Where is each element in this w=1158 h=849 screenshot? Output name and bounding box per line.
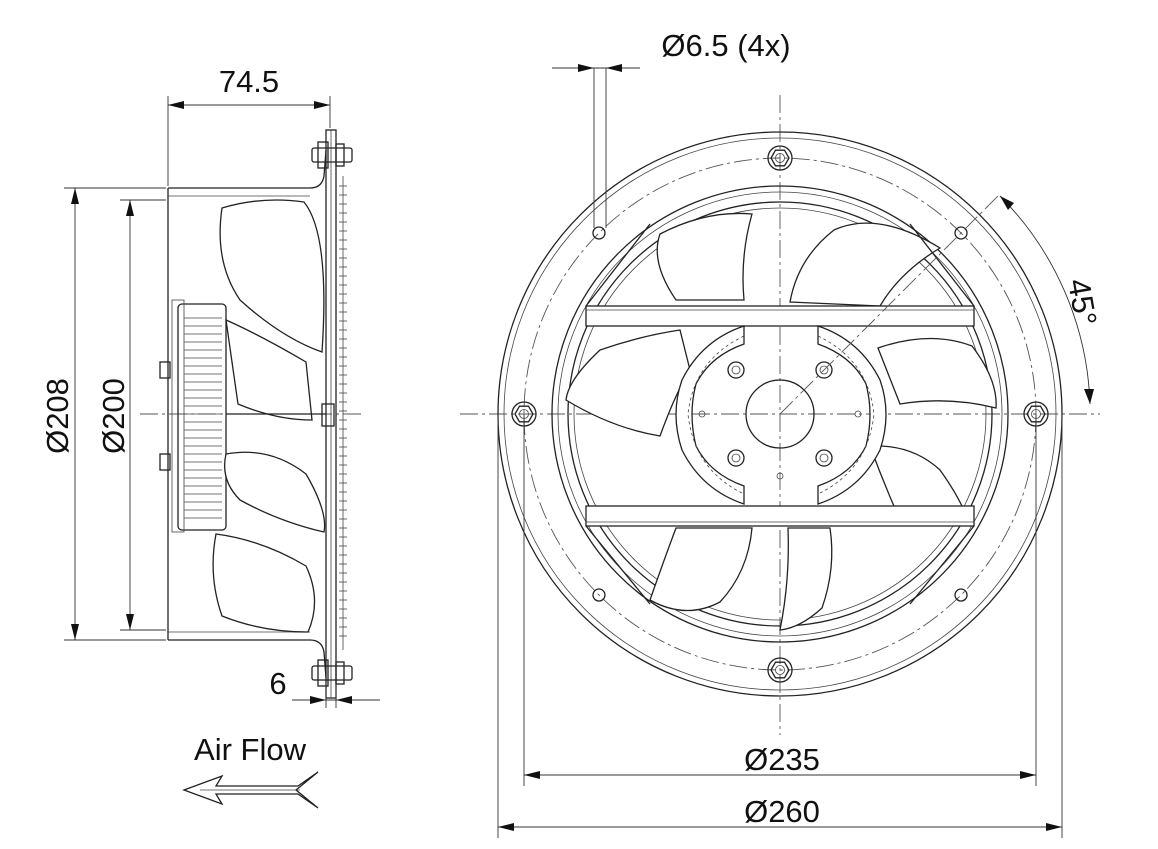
hub-center	[745, 379, 815, 449]
hub-screw	[727, 449, 745, 467]
motor-cooling-fins	[184, 317, 222, 519]
hub-arc-left	[675, 325, 745, 505]
mounting-hole	[954, 226, 968, 240]
side-view: 74.5 Ø208 Ø200 6	[40, 64, 380, 708]
depth-label: 74.5	[219, 64, 279, 99]
motor-stud-bottom	[159, 453, 171, 471]
hub-arc-right	[817, 325, 887, 505]
double-arrow-left-icon	[182, 771, 319, 809]
blade-side-1	[219, 199, 325, 353]
venturi-opening	[567, 201, 993, 627]
flange-offset-label: 6	[269, 666, 286, 701]
blade-front-7	[779, 527, 833, 631]
angle-construction-line	[779, 193, 1001, 415]
mounting-hole	[954, 588, 968, 602]
impeller-blades	[565, 212, 997, 631]
support-bar-bottom	[585, 505, 975, 527]
mounting-bolt	[767, 657, 793, 683]
support-bar-top	[585, 305, 975, 327]
mounting-hole	[592, 226, 606, 240]
blade-side-2	[225, 318, 313, 421]
shroud-top	[168, 149, 327, 189]
angle-label: 45°	[1061, 276, 1104, 328]
airflow-indicator: Air Flow	[182, 732, 319, 809]
airflow-label: Air Flow	[194, 732, 307, 767]
flange-bolt-bottom	[311, 659, 353, 687]
bolt-circle-label: Ø235	[744, 742, 820, 777]
flange-bolt-top	[311, 141, 353, 169]
grill-ticks	[339, 185, 347, 637]
blade-front-6	[649, 527, 753, 612]
mounting-hole	[592, 588, 606, 602]
blade-front-3	[565, 329, 691, 437]
blade-side-4	[212, 533, 316, 633]
motor-support-bars	[585, 223, 975, 605]
blade-front-4	[877, 337, 997, 409]
motor-hub	[675, 325, 887, 505]
side-inner-diameter-label: Ø200	[96, 378, 131, 454]
motor-stud-top	[159, 361, 171, 379]
angle-arc	[999, 195, 1091, 405]
hub-screw	[815, 449, 833, 467]
hole-label: Ø6.5 (4x)	[661, 28, 790, 63]
shroud-bottom	[168, 639, 327, 679]
motor-body	[177, 303, 227, 531]
mounting-bolt	[767, 145, 793, 171]
blade-side-3	[223, 451, 326, 533]
hub-screws	[727, 361, 833, 467]
blade-front-2	[656, 212, 753, 301]
hub-mount	[321, 403, 335, 427]
front-outer-diameter-label: Ø260	[744, 794, 820, 829]
mounting-holes	[592, 226, 968, 602]
front-view: 45° Ø6.5 (4x) Ø235 Ø260	[460, 28, 1104, 838]
hub-screw	[815, 361, 833, 379]
blade-front-1	[789, 222, 942, 307]
side-outer-diameter-label: Ø208	[40, 378, 75, 454]
blade-front-5	[869, 445, 969, 521]
hub-screw	[727, 361, 745, 379]
